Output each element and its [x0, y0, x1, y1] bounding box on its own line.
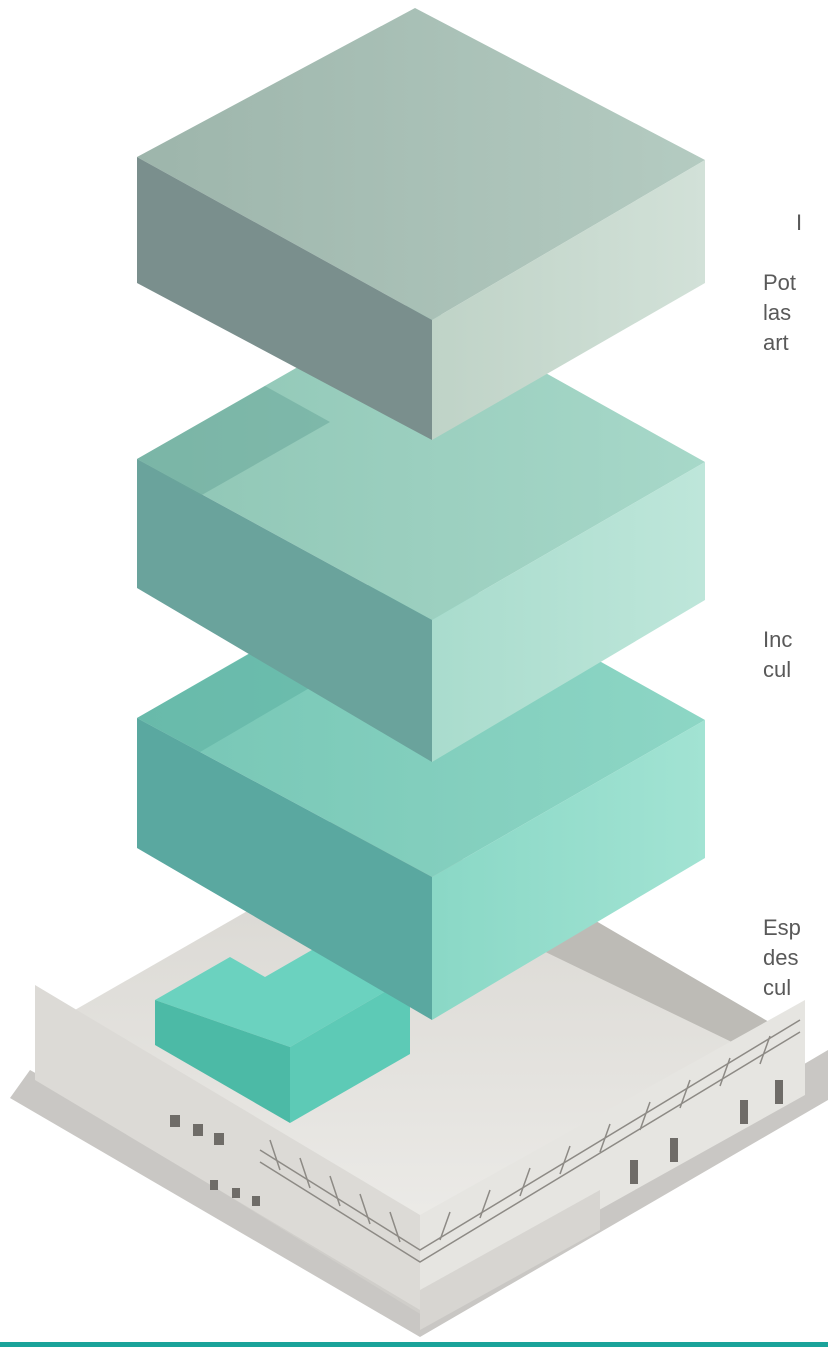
- caption-3-line-3: cul: [763, 973, 791, 1003]
- caption-2-line-2: cul: [763, 655, 791, 685]
- caption-3-line-1: Esp: [763, 913, 801, 943]
- caption-2-line-1: Inc: [763, 625, 792, 655]
- caption-3-line-2: des: [763, 943, 798, 973]
- caption-1-line-3: art: [763, 328, 789, 358]
- caption-1-line-2: las: [763, 298, 791, 328]
- caption-top-letter: I: [796, 208, 802, 238]
- caption-1-line-1: Pot: [763, 268, 796, 298]
- top-block: [137, 8, 705, 440]
- bottom-accent-rule: [0, 1342, 828, 1347]
